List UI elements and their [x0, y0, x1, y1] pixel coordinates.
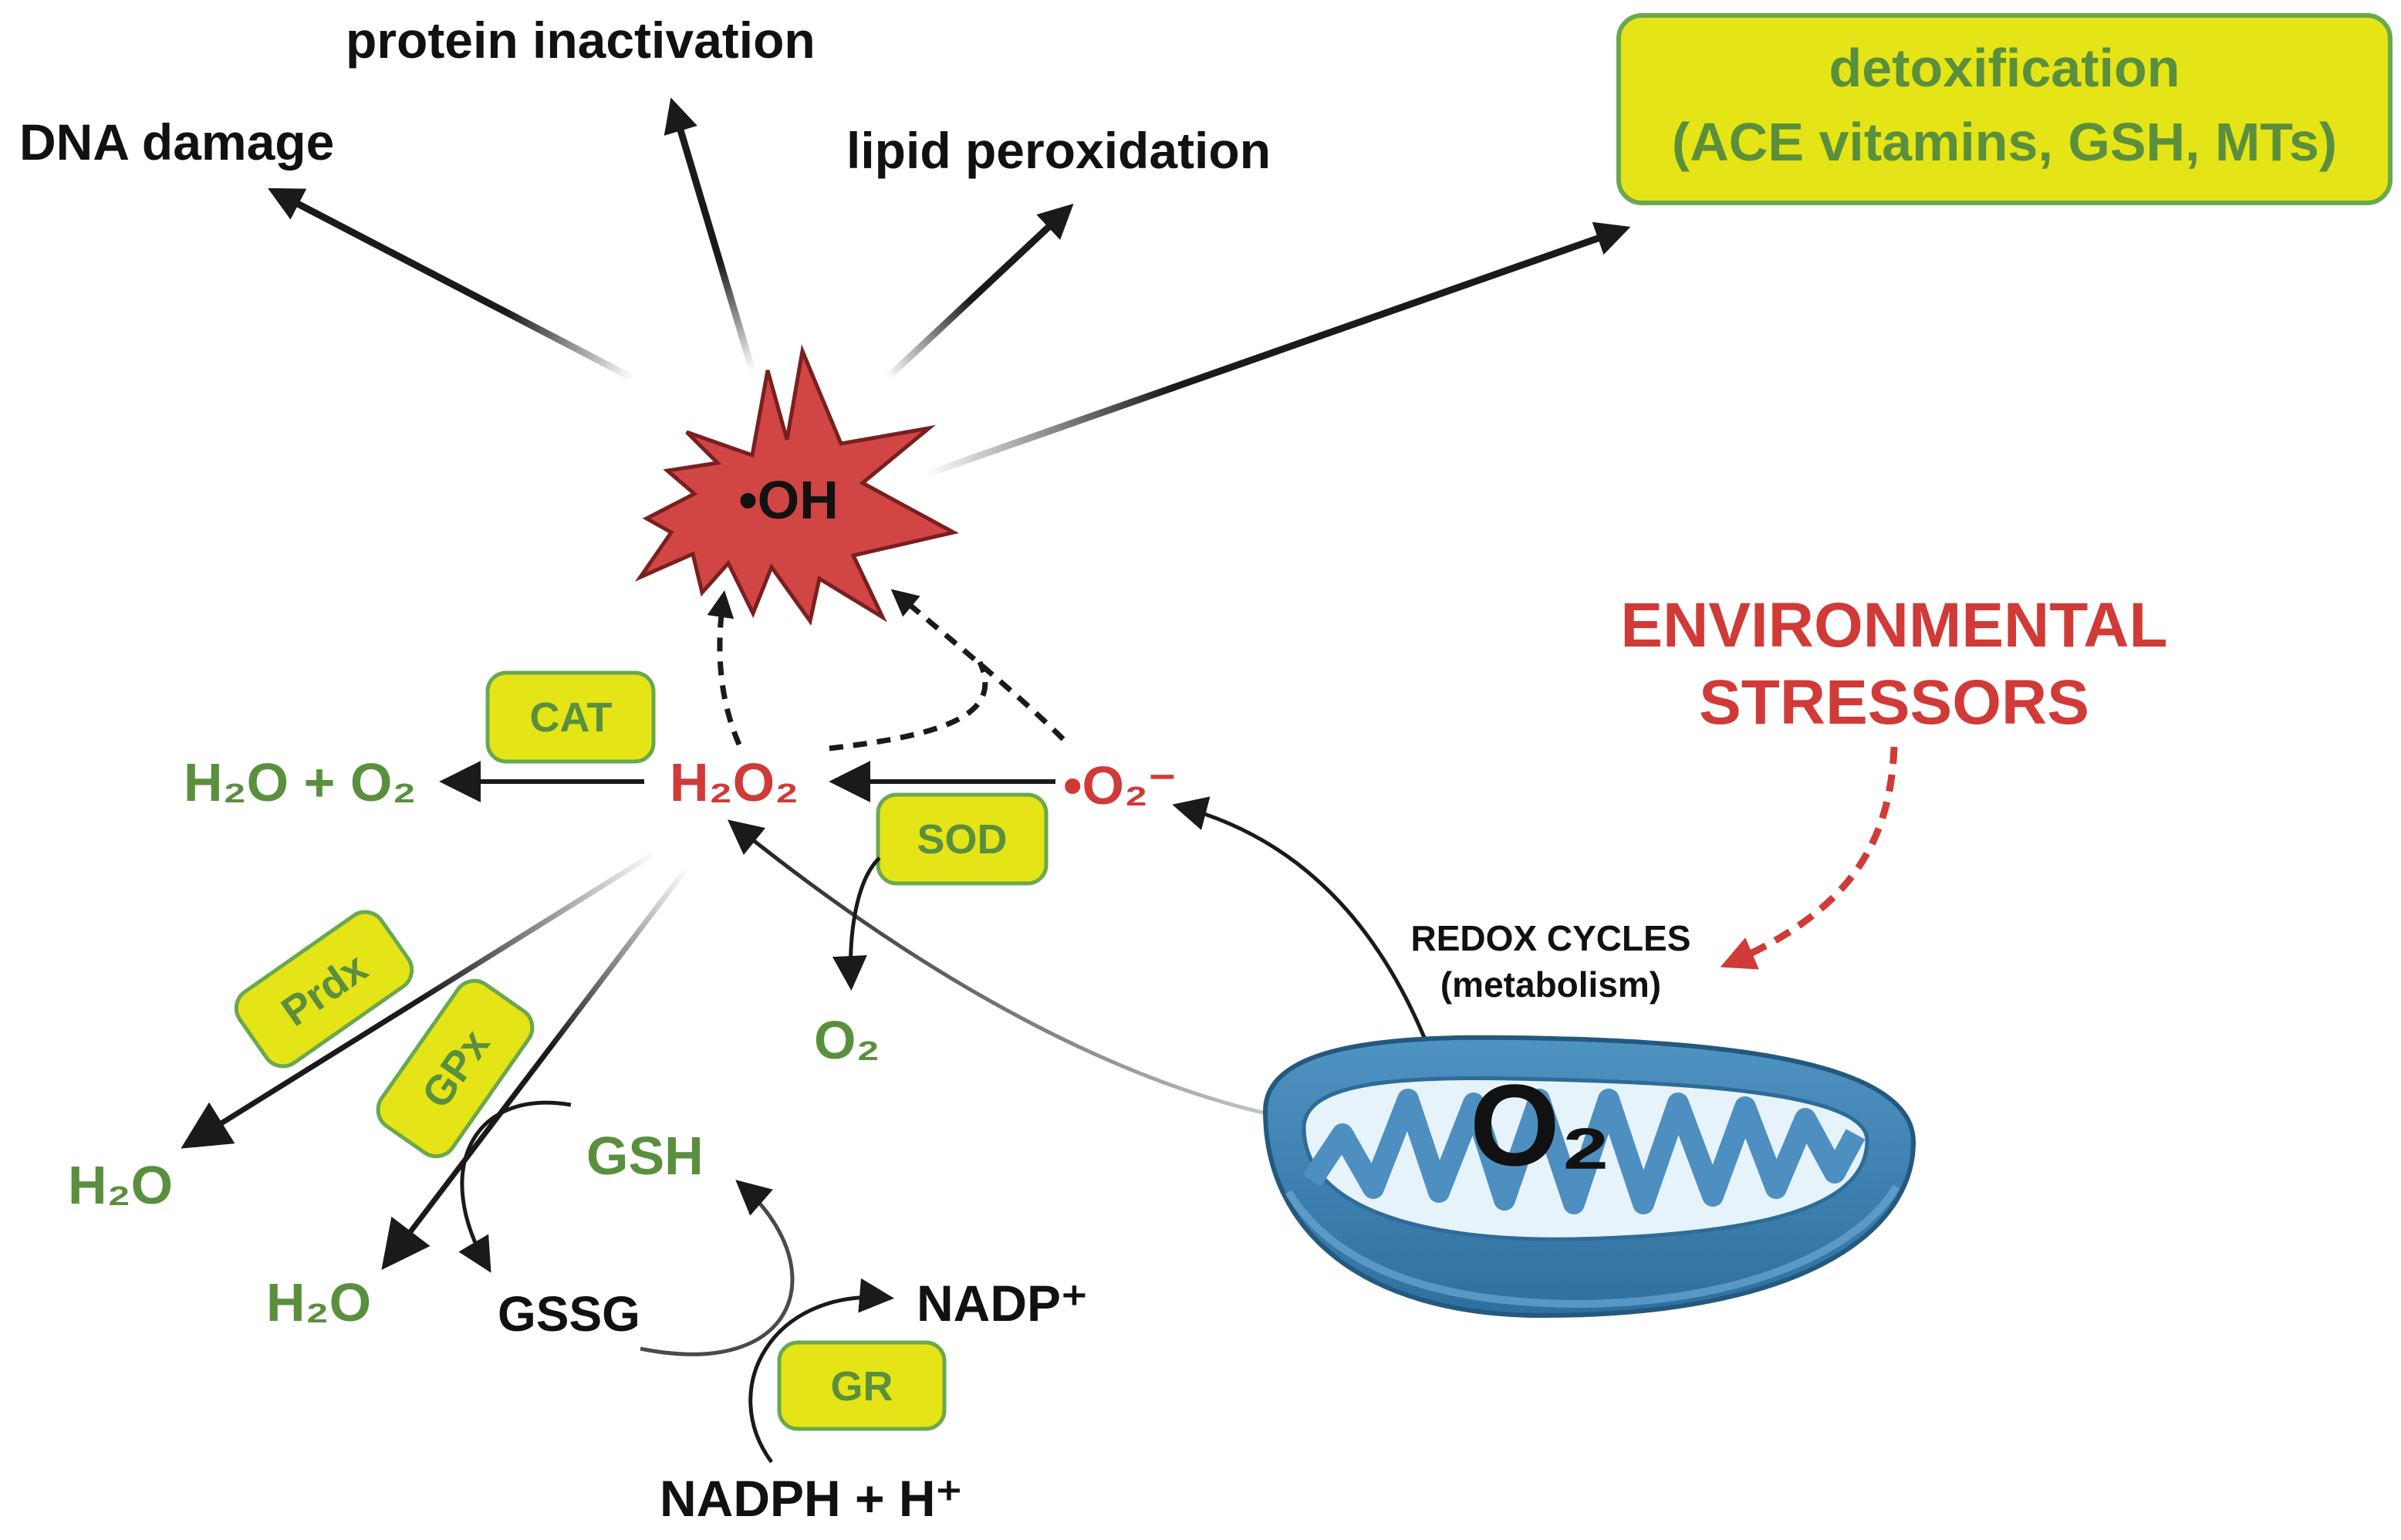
detoxification-label: detoxification [1829, 38, 2180, 98]
arrow-h2o2-to-h2o-prdx [181, 850, 657, 1149]
lipid-peroxidation-label: lipid peroxidation [846, 122, 1271, 179]
stressors-label: STRESSORS [1699, 667, 2089, 738]
o2-product-label: O₂ [814, 1010, 880, 1070]
o2-mito-label: O₂ [1470, 1060, 1611, 1190]
h2o-o2-label: H₂O + O₂ [184, 752, 416, 812]
detoxification-box: detoxification (ACE vitamins, GSH, MTs) [1616, 13, 2393, 205]
metabolism-label: (metabolism) [1440, 964, 1661, 1005]
arrow-to-dna-damage [268, 187, 635, 381]
cat-label: CAT [530, 694, 613, 741]
cristae [1302, 1089, 1866, 1214]
detoxification-agents-label: (ACE vitamins, GSH, MTs) [1672, 112, 2337, 172]
mitochondrion-icon [1262, 1035, 1916, 1319]
arrow-mito-to-superoxide [1172, 796, 1436, 1062]
dna-damage-label: DNA damage [19, 113, 334, 171]
arrow-h2o2-to-h2o-gpx [381, 866, 689, 1271]
gssg-label: GSSG [498, 1286, 640, 1342]
arrow-gsh-to-gssg [458, 1100, 572, 1273]
enzyme-sod: SOD [876, 792, 1049, 886]
gr-label: GR [831, 1363, 893, 1410]
protein-inactivation-label: protein inactivation [346, 12, 816, 69]
arrow-to-lipid-peroxidation [884, 203, 1074, 381]
dashed-link-h2o2-superoxide [829, 660, 988, 751]
arrow-nadph-to-nadp [748, 1278, 894, 1464]
arrow-sod-to-o2 [832, 856, 881, 991]
nadph-label: NADPH + H⁺ [660, 1470, 962, 1527]
sod-label: SOD [917, 816, 1007, 863]
superoxide-label: •O₂⁻ [1063, 755, 1177, 816]
dashed-arrow-h2o2-to-oh [707, 590, 742, 746]
explosion-icon [634, 344, 959, 626]
nadp-label: NADP⁺ [917, 1275, 1088, 1332]
arrow-mito-to-h2o2 [727, 819, 1342, 1129]
enzyme-cat: CAT [485, 670, 656, 764]
arrow-to-protein-inactivation [664, 97, 756, 372]
enzyme-prdx: Prdx [234, 910, 414, 1069]
hydroxyl-radical-label: •OH [738, 470, 839, 530]
dashed-arrow-stressors-to-redox [1720, 746, 1898, 970]
hydroxyl-radical-star: •OH [634, 344, 959, 626]
enzyme-gpx: GPx [376, 978, 535, 1159]
h2o-prdx-label: H₂O [68, 1155, 173, 1215]
redox-cycles-label: REDOX CYCLES [1411, 918, 1691, 958]
h2o2-label: H₂O₂ [670, 752, 799, 812]
h2o-gpx-label: H₂O [266, 1272, 371, 1332]
gsh-label: GSH [586, 1126, 704, 1186]
arrow-to-detoxification [924, 221, 1631, 478]
environmental-label: ENVIRONMENTAL [1620, 590, 2167, 660]
arrow-gssg-to-gsh [640, 1180, 795, 1356]
enzyme-gr: GR [777, 1340, 947, 1431]
